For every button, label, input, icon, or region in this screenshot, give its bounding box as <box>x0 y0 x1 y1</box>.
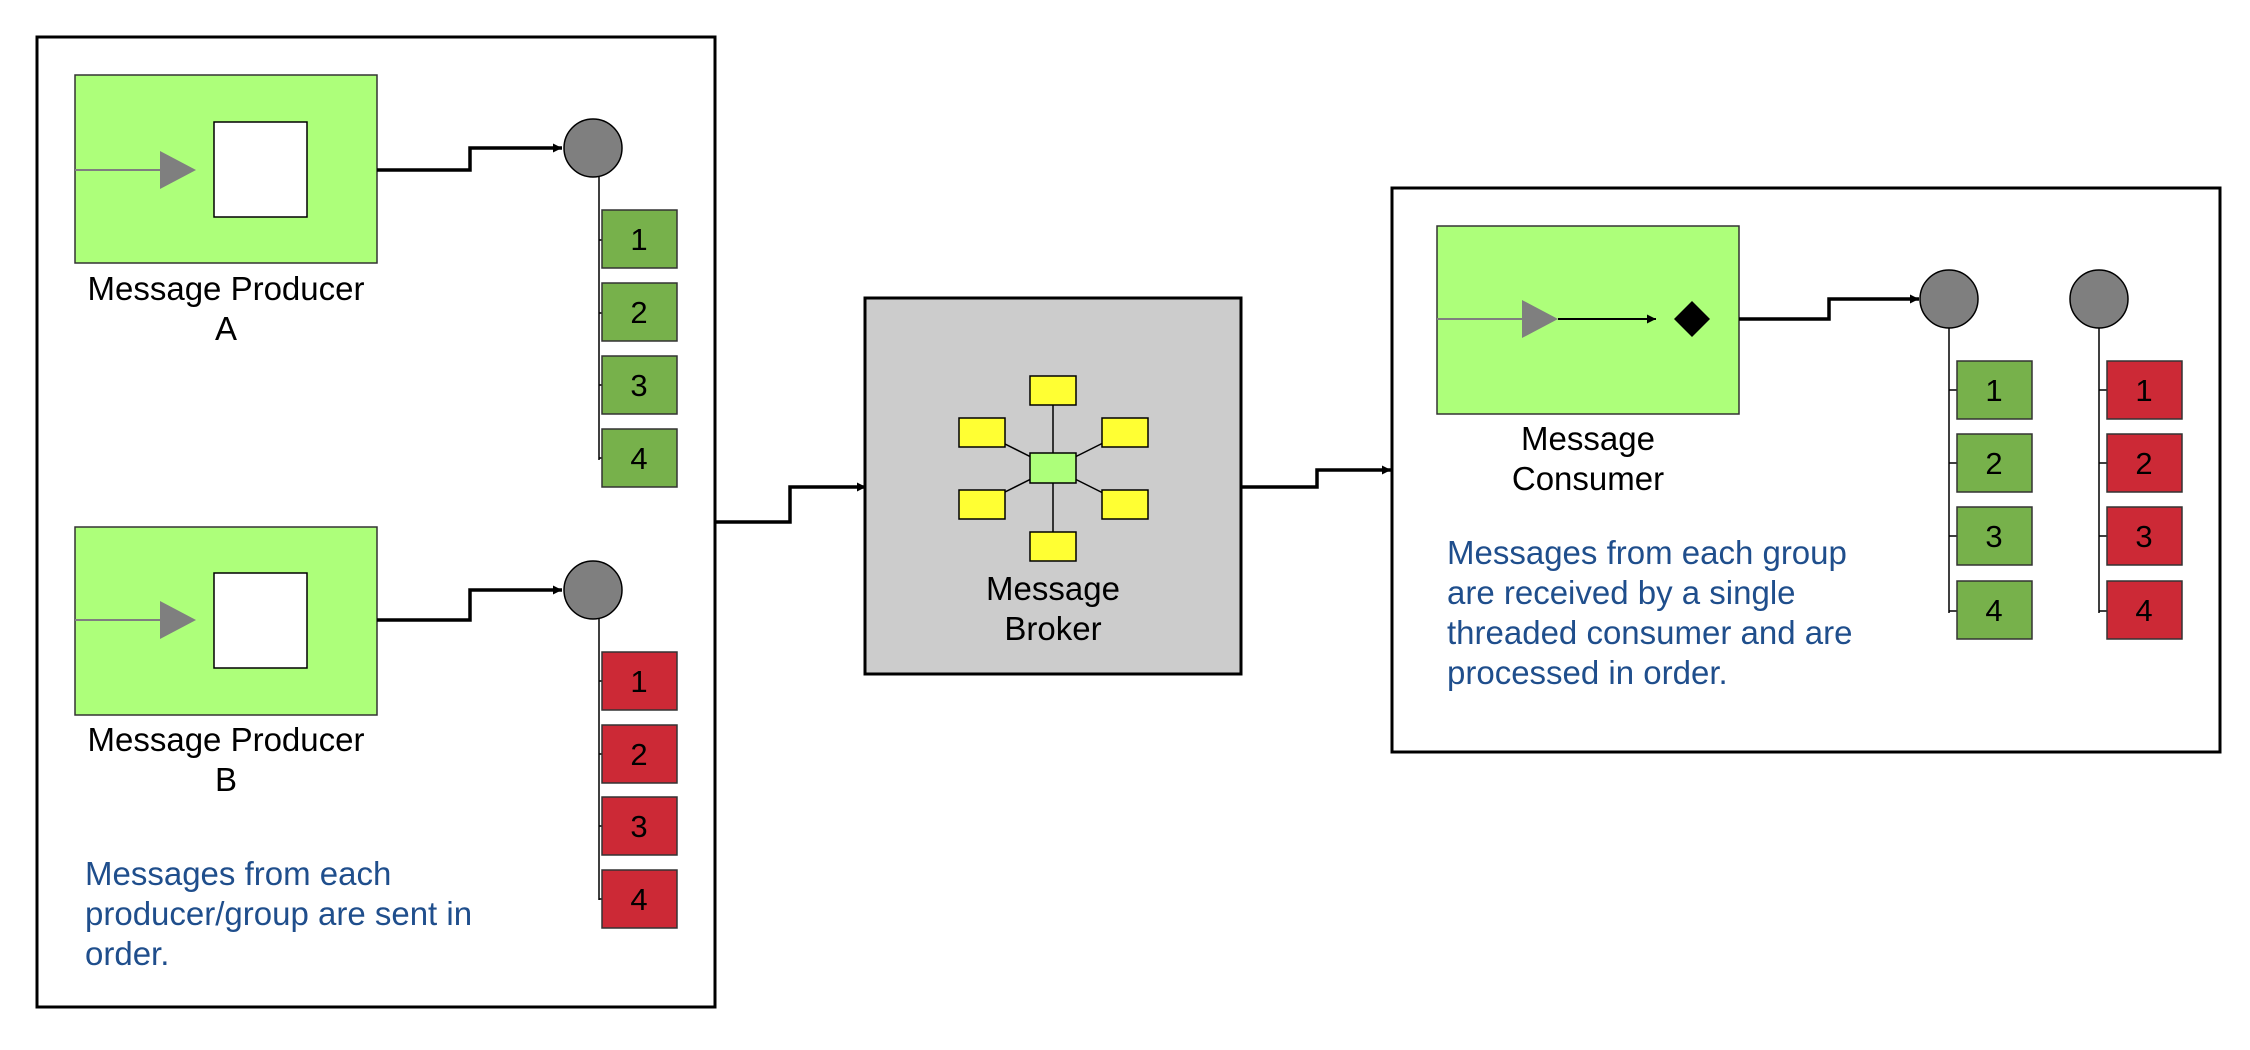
producer-note: Messages from each producer/group are se… <box>85 855 472 972</box>
producers-to-broker-connector <box>715 482 866 524</box>
producer-note-line2: producer/group are sent in <box>85 895 472 932</box>
channel-a-circle <box>563 118 623 178</box>
consumer-queue-red-message <box>2106 506 2183 566</box>
producer-note-line3: order. <box>85 935 169 972</box>
hub-node <box>1029 531 1077 562</box>
queue-a-message <box>601 355 678 415</box>
broker-to-consumer-connector <box>1241 465 1391 489</box>
producer-note-line1: Messages from each <box>85 855 391 892</box>
queue-b-message <box>601 651 678 711</box>
queue-b-message-label: 3 <box>630 809 647 844</box>
hub-node <box>958 417 1006 448</box>
producer-a-arrow-head-icon <box>160 151 196 189</box>
consumer-arrow-head-icon <box>1522 300 1558 338</box>
broker-hub-icon <box>958 375 1149 562</box>
message-consumer: Message Consumer <box>1436 225 1740 497</box>
hub-node <box>1029 375 1077 406</box>
consumer-queue-green-message <box>1956 580 2033 640</box>
broker-label-line2: Broker <box>1004 610 1101 647</box>
queue-b-message-label: 1 <box>630 664 647 699</box>
queue-b-message <box>601 869 678 929</box>
hub-center <box>1029 452 1077 484</box>
consumer-queue-red-message-label: 1 <box>2135 373 2152 408</box>
queue-b-message-label: 4 <box>630 882 647 917</box>
message-broker: Message Broker <box>863 296 1243 676</box>
consumer-diamond-icon <box>1674 301 1710 337</box>
consumer-queue-red: 1 2 3 4 <box>2098 328 2183 640</box>
consumer-queue-green-message <box>1956 506 2033 566</box>
consumer-queue-green: 1 2 3 4 <box>1948 328 2033 640</box>
consumer-queue-green-message <box>1956 360 2033 420</box>
consumer-note-line1: Messages from each group <box>1447 534 1847 571</box>
queue-a-message-label: 3 <box>630 368 647 403</box>
channel-b-circle <box>563 560 623 620</box>
consumer-queue-red-message <box>2106 433 2183 493</box>
consumer-note-line4: processed in order. <box>1447 654 1728 691</box>
queue-b-message <box>601 724 678 784</box>
queue-b: 1 2 3 4 <box>598 619 678 929</box>
consumer-queue-red-message-label: 4 <box>2135 593 2152 628</box>
consumer-queue-green-message-label: 2 <box>1985 446 2002 481</box>
queue-b-message-label: 2 <box>630 737 647 772</box>
producer-a-inner-square <box>213 121 308 218</box>
queue-a-message <box>601 428 678 488</box>
consumer-queue-green-message-label: 3 <box>1985 519 2002 554</box>
producer-b-inner-square <box>213 572 308 669</box>
queue-a: 1 2 3 4 <box>598 177 678 488</box>
producer-a: Message Producer A <box>74 74 378 347</box>
consumer-queue-green-message-label: 4 <box>1985 593 2002 628</box>
consumer-queue-green-message-label: 1 <box>1985 373 2002 408</box>
producer-b-arrow-head-icon <box>160 601 196 639</box>
broker-label-line1: Message <box>986 570 1120 607</box>
consumer-queue-red-message <box>2106 580 2183 640</box>
producer-b-label-line2: B <box>215 761 237 798</box>
consumer-note-line3: threaded consumer and are <box>1447 614 1852 651</box>
producer-b-to-channel-connector <box>377 585 562 622</box>
queue-a-message-label: 4 <box>630 441 647 476</box>
producer-a-label-line1: Message Producer <box>88 270 365 307</box>
consumer-label-line2: Consumer <box>1512 460 1664 497</box>
hub-node <box>1101 489 1149 520</box>
queue-b-message <box>601 796 678 856</box>
consumer-note-line2: are received by a single <box>1447 574 1796 611</box>
consumer-queue-red-message-label: 3 <box>2135 519 2152 554</box>
producer-b-label-line1: Message Producer <box>88 721 365 758</box>
consumer-queue-red-message-label: 2 <box>2135 446 2152 481</box>
hub-node <box>958 489 1006 520</box>
consumer-note: Messages from each group are received by… <box>1447 534 1852 691</box>
queue-a-message-label: 1 <box>630 222 647 257</box>
queue-a-message <box>601 282 678 342</box>
consumer-label-line1: Message <box>1521 420 1655 457</box>
hub-node <box>1101 417 1149 448</box>
consumer-queue-red-message <box>2106 360 2183 420</box>
consumer-to-channel-connector <box>1739 294 1919 321</box>
consumer-queue-green-message <box>1956 433 2033 493</box>
consumer-channel-green-circle <box>1919 269 1979 329</box>
producer-b: Message Producer B <box>74 526 378 798</box>
producer-a-to-channel-connector <box>377 143 562 172</box>
queue-a-message-label: 2 <box>630 295 647 330</box>
queue-a-message <box>601 209 678 269</box>
producer-a-label-line2: A <box>215 310 237 347</box>
consumer-channel-red-circle <box>2069 269 2129 329</box>
